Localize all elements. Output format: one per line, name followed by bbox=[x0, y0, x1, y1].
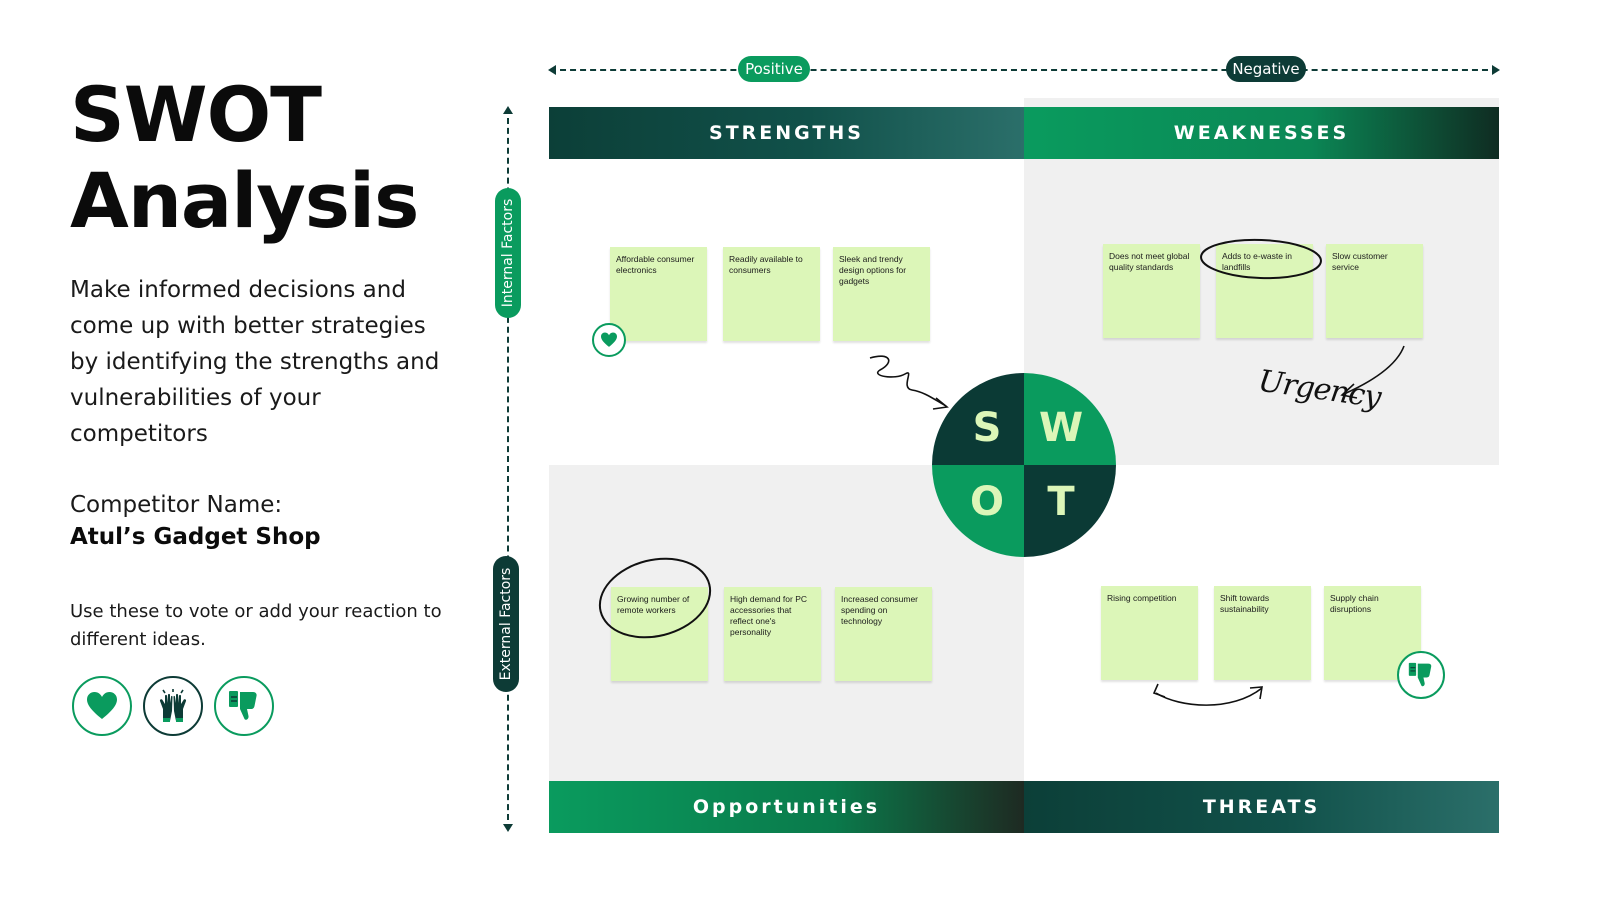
external-factors-label: External Factors bbox=[493, 556, 519, 692]
swot-letter-t: T bbox=[1024, 465, 1116, 557]
weakness-note[interactable]: Slow customer service bbox=[1326, 244, 1423, 338]
title-line-1: SWOT bbox=[70, 70, 322, 159]
internal-factors-label: Internal Factors bbox=[495, 188, 521, 318]
heart-icon bbox=[87, 692, 117, 719]
competitor-label: Competitor Name: bbox=[70, 492, 283, 518]
intro-text: Make informed decisions and come up with… bbox=[70, 277, 440, 447]
heart-reaction-badge[interactable] bbox=[592, 323, 626, 357]
vertical-axis-arrow bbox=[503, 106, 513, 832]
strength-note[interactable]: Affordable consumer electronics bbox=[610, 247, 707, 341]
weakness-note[interactable]: Adds to e-waste in landfills bbox=[1216, 244, 1313, 338]
heart-reaction-button[interactable] bbox=[72, 676, 132, 736]
positive-label: Positive bbox=[738, 56, 810, 82]
page-title: SWOT Analysis bbox=[70, 70, 419, 245]
external-factors-text: External Factors bbox=[498, 567, 514, 681]
threats-header: THREATS bbox=[1024, 781, 1499, 833]
threat-note[interactable]: Rising competition bbox=[1101, 586, 1198, 680]
strength-note[interactable]: Sleek and trendy design options for gadg… bbox=[833, 247, 930, 341]
thumbs-down-reaction-badge[interactable] bbox=[1397, 651, 1445, 699]
strengths-header: STRENGTHS bbox=[549, 107, 1024, 159]
opportunity-note[interactable]: Increased consumer spending on technolog… bbox=[835, 587, 932, 681]
horizontal-axis-arrow bbox=[548, 65, 1500, 75]
weakness-note[interactable]: Does not meet global quality standards bbox=[1103, 244, 1200, 338]
raised-hands-icon bbox=[159, 689, 187, 722]
opportunity-note[interactable]: High demand for PC accessories that refl… bbox=[724, 587, 821, 681]
swot-letter-s: S bbox=[932, 373, 1024, 465]
thumbs-down-reaction-button[interactable] bbox=[214, 676, 274, 736]
thumbs-down-icon bbox=[229, 691, 257, 720]
title-line-2: Analysis bbox=[70, 156, 419, 245]
opportunities-header: Opportunities bbox=[549, 781, 1024, 833]
weaknesses-header: WEAKNESSES bbox=[1024, 107, 1499, 159]
strength-note[interactable]: Readily available to consumers bbox=[723, 247, 820, 341]
celebrate-reaction-button[interactable] bbox=[143, 676, 203, 736]
internal-factors-text: Internal Factors bbox=[500, 198, 516, 308]
thumbs-down-icon bbox=[1408, 662, 1432, 687]
swot-letter-o: O bbox=[932, 465, 1024, 557]
swot-letter-w: W bbox=[1024, 373, 1116, 465]
negative-label: Negative bbox=[1226, 56, 1306, 82]
heart-icon bbox=[601, 332, 617, 347]
opportunity-note[interactable]: Growing number of remote workers bbox=[611, 587, 708, 681]
threat-note[interactable]: Shift towards sustainability bbox=[1214, 586, 1311, 680]
vote-instructions: Use these to vote or add your reaction t… bbox=[70, 601, 442, 650]
swot-center-circle: S W O T bbox=[932, 373, 1116, 557]
competitor-name: Atul’s Gadget Shop bbox=[70, 524, 321, 550]
